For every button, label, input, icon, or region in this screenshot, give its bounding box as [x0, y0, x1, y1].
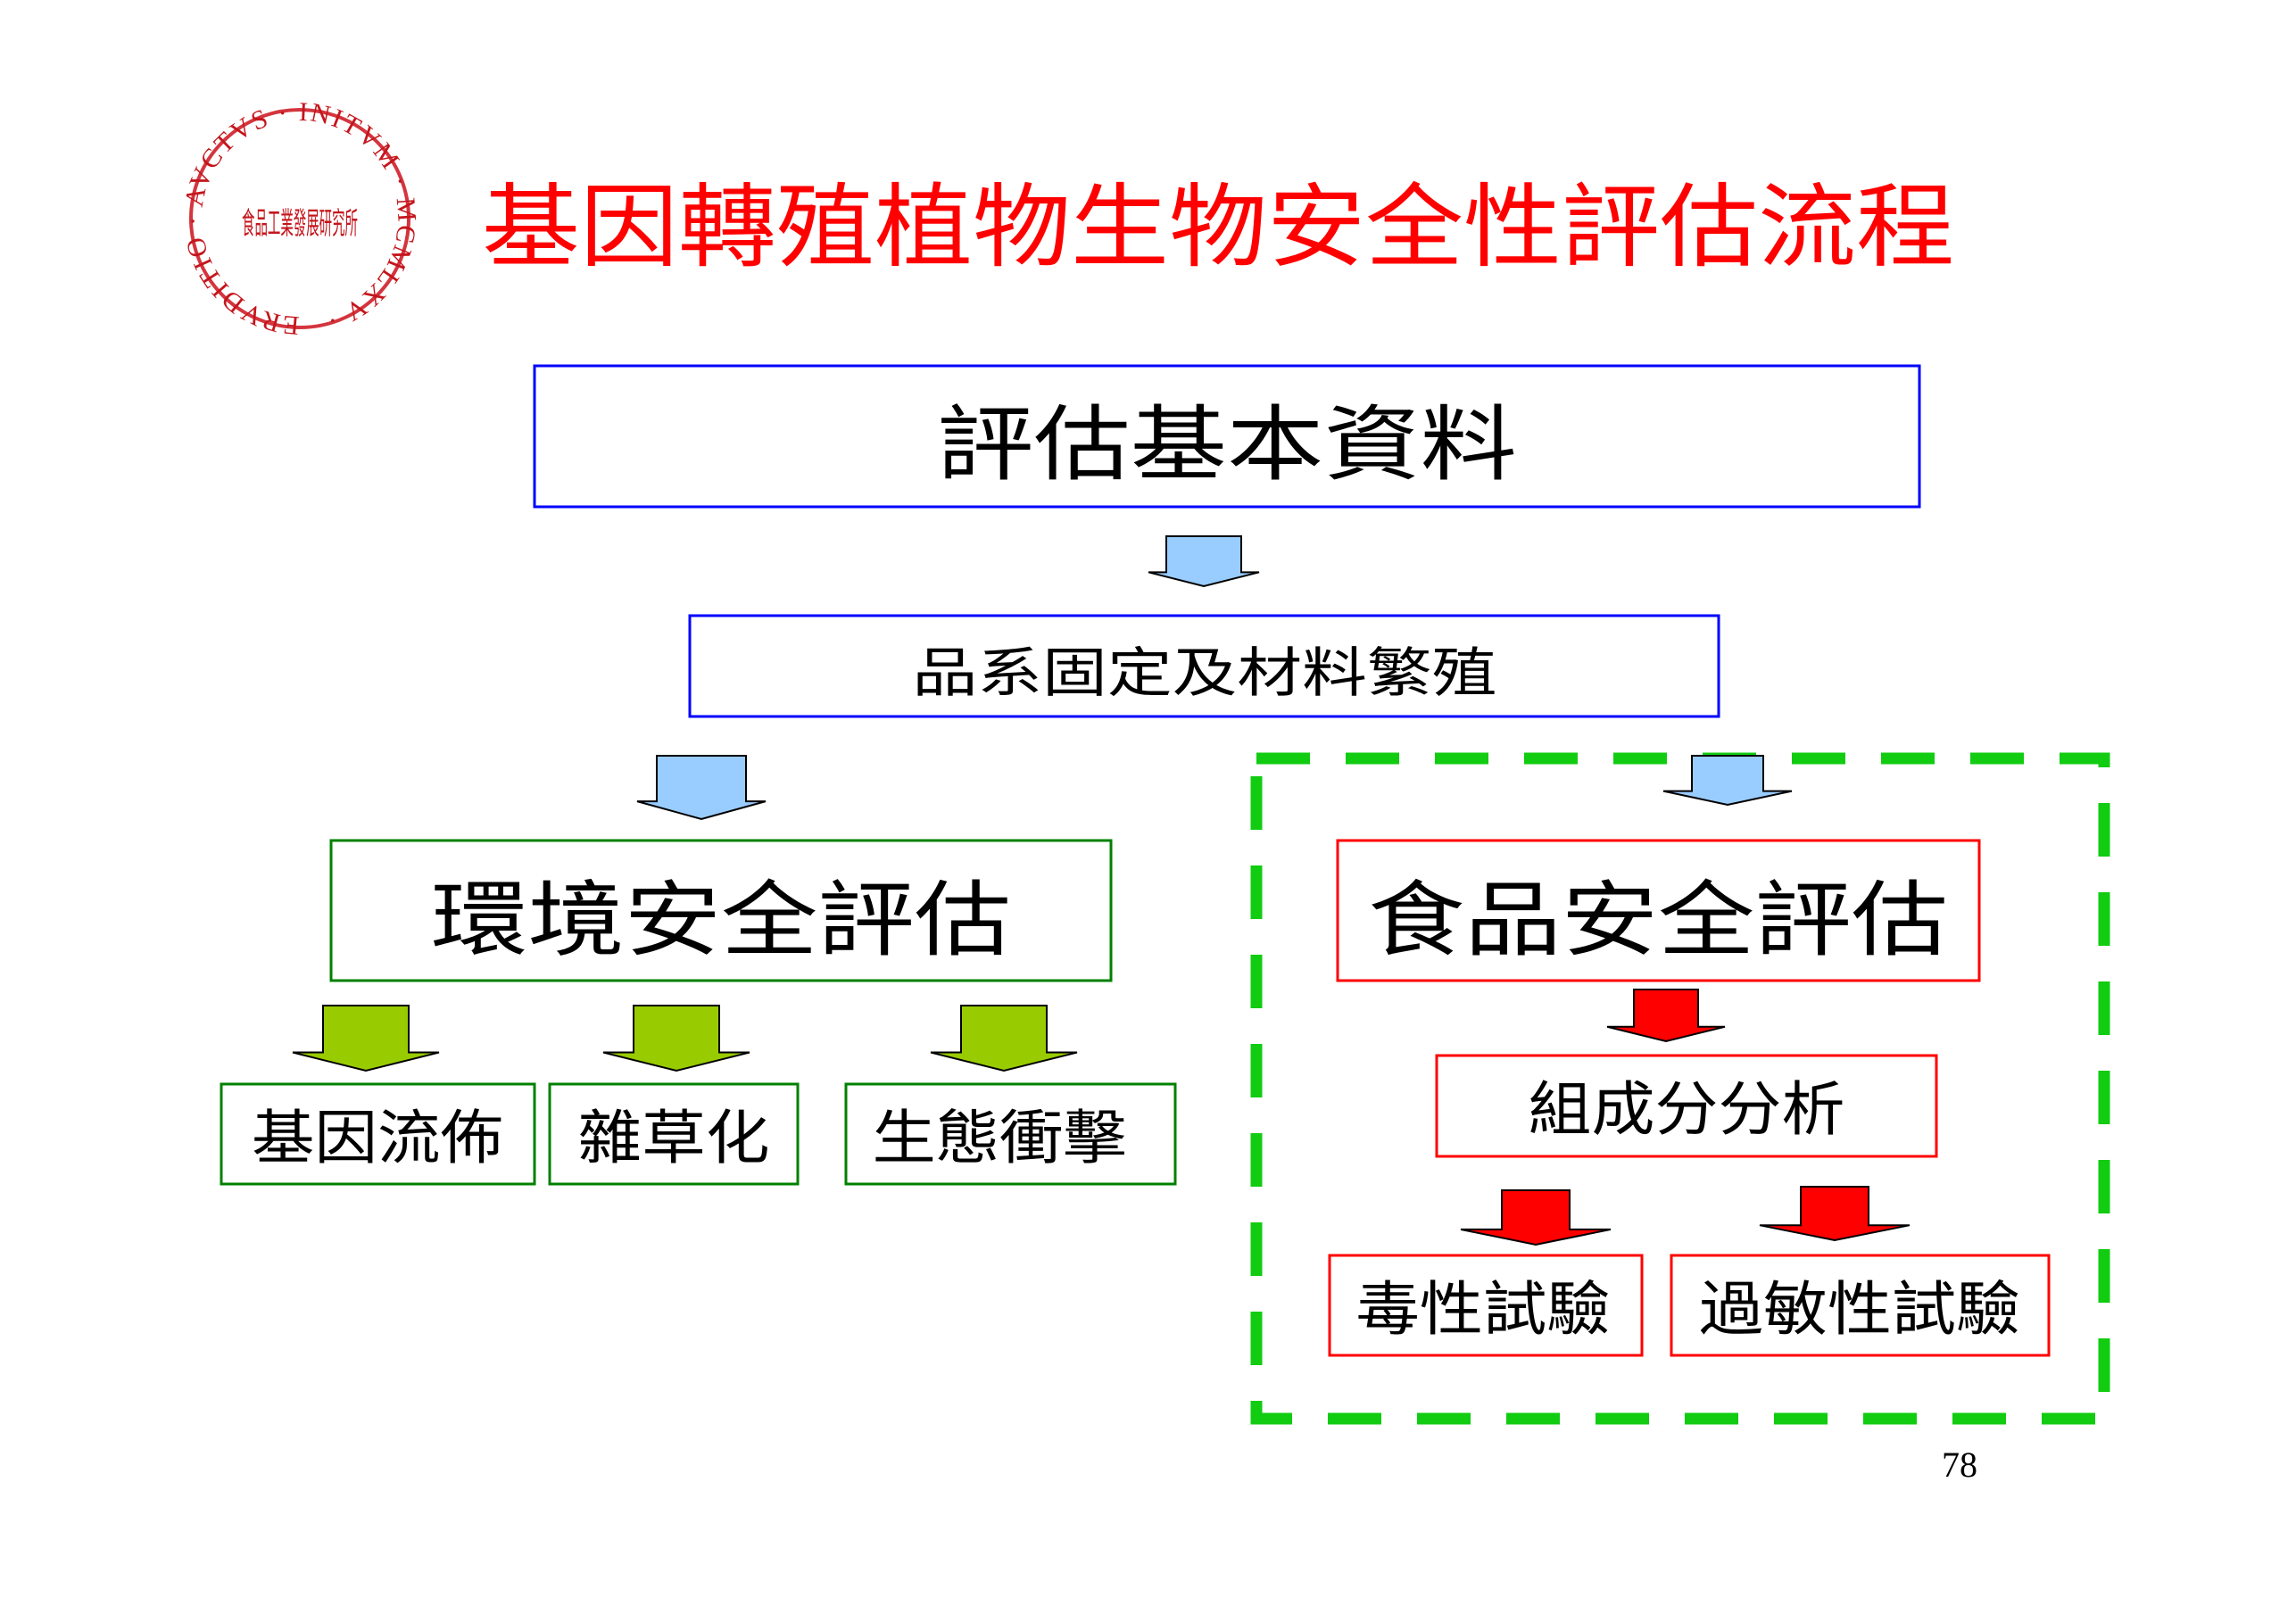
environment-safety-box [329, 839, 1113, 982]
arrow-to-weediness-icon [602, 1005, 750, 1072]
weediness-box [548, 1082, 800, 1186]
arrow-to-composition-icon [1606, 989, 1726, 1043]
arrow-to-gene-flow-icon [292, 1005, 440, 1072]
composition-analysis-label: 組成分分析 [1529, 1075, 1845, 1144]
toxicity-test-box [1328, 1254, 1644, 1357]
arrow-to-line-fixation-icon [1148, 535, 1260, 588]
arrow-to-ecological-impact-icon [930, 1005, 1078, 1072]
gene-flow-box [220, 1082, 536, 1186]
slide-title: 基因轉殖植物生物安全性評估流程 [482, 175, 1954, 281]
arrow-to-food-icon [1662, 755, 1793, 807]
line-fixation-box [688, 614, 1720, 718]
allergenicity-test-label: 過敏性試驗 [1699, 1275, 2020, 1344]
basic-data-label: 評估基本資料 [937, 397, 1517, 493]
food-safety-dashed-frame [1250, 752, 2110, 1425]
arrow-to-toxicity-icon [1460, 1189, 1612, 1246]
logo-center-text: 食品工業發展研究所 [242, 206, 358, 242]
basic-data-box [533, 364, 1921, 509]
toxicity-test-label: 毒性試驗 [1356, 1275, 1611, 1344]
environment-safety-label: 環境安全評估 [431, 873, 1011, 968]
ecological-impact-label: 生態衝擊 [873, 1104, 1127, 1172]
arrow-to-allergenicity-icon [1759, 1186, 1911, 1242]
allergenicity-test-box [1670, 1254, 2051, 1357]
food-safety-box [1336, 839, 1981, 982]
ecological-impact-box [844, 1082, 1177, 1186]
food-safety-label: 食品安全評估 [1368, 873, 1948, 968]
gene-flow-label: 基因流佈 [252, 1104, 503, 1172]
institute-logo-seal: ERVDITIO · AVCTVS · INITVM · MCMLXV · 食品… [178, 97, 420, 340]
line-fixation-label: 品系固定及材料繁殖 [913, 642, 1497, 705]
weediness-label: 雜草化 [578, 1104, 770, 1172]
arrow-to-environment-icon [636, 755, 767, 821]
page-number: 78 [1942, 1445, 1977, 1485]
composition-analysis-box [1435, 1054, 1938, 1158]
